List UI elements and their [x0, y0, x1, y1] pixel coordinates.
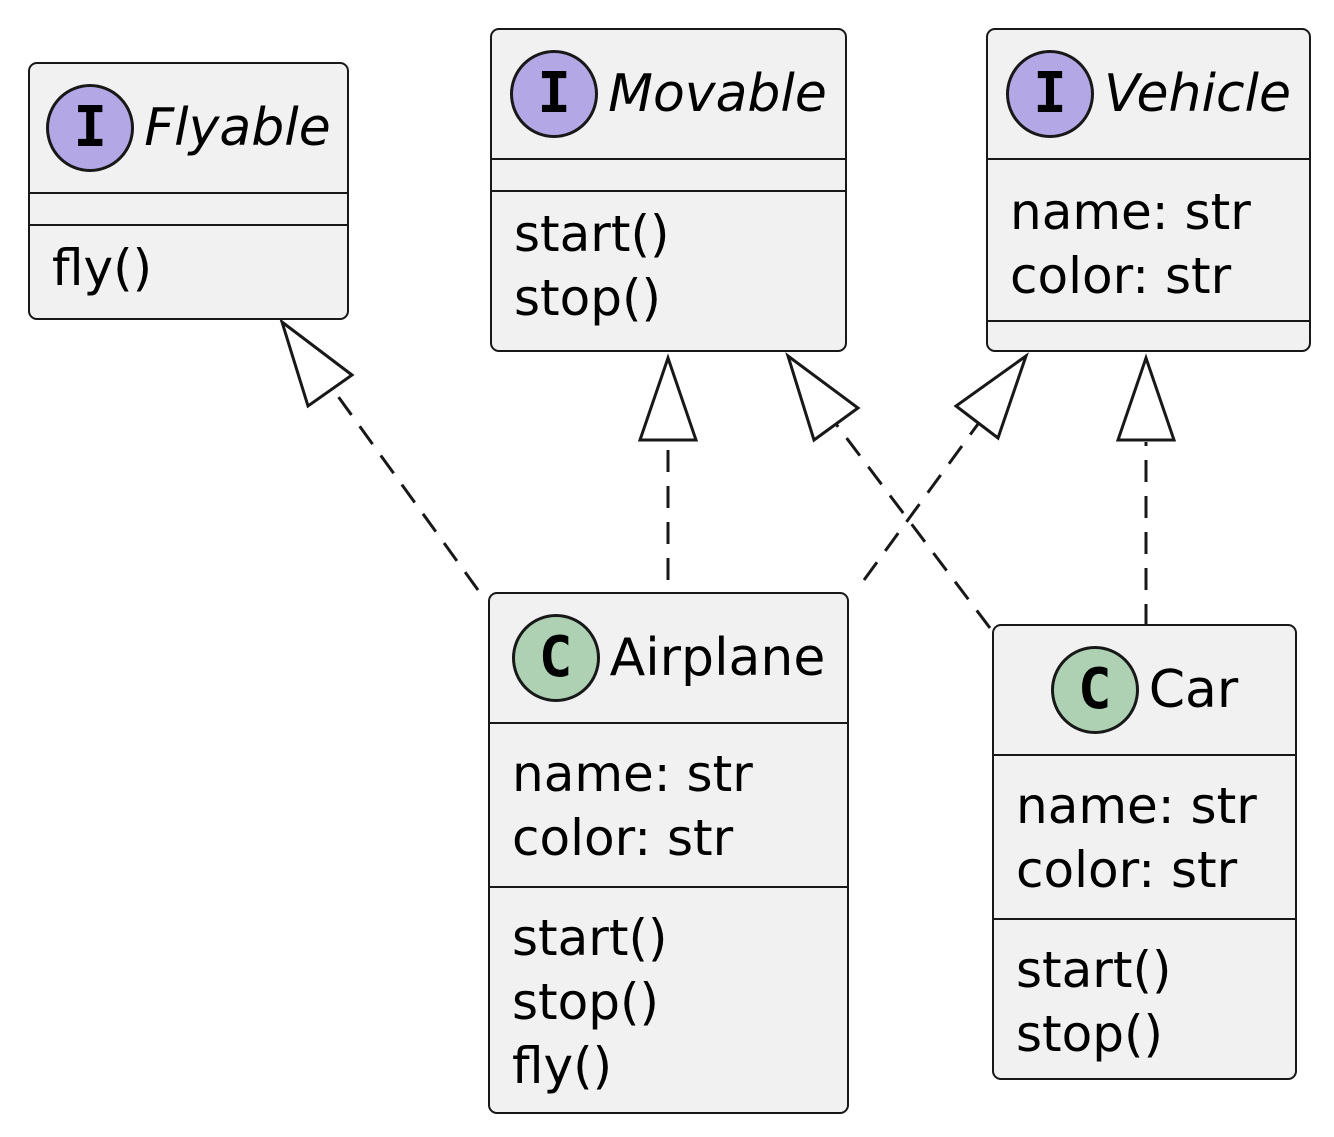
attribute: name: str	[1016, 777, 1257, 835]
method: start()	[1016, 941, 1172, 999]
attributes-section: name: str color: str	[490, 724, 847, 886]
edge-car-movable	[834, 423, 992, 629]
class-name: Car	[1148, 660, 1239, 720]
method: stop()	[1016, 1005, 1163, 1063]
attributes-section: name: str color: str	[988, 160, 1309, 320]
interface-icon: I	[1006, 50, 1095, 138]
interface-vehicle[interactable]: I Vehicle name: str color: str	[986, 28, 1311, 352]
interface-icon: I	[510, 50, 599, 138]
interface-icon: I	[46, 84, 135, 172]
interface-flyable[interactable]: I Flyable fly()	[28, 62, 349, 320]
method: fly()	[52, 239, 153, 297]
method: start()	[514, 205, 670, 263]
attribute: name: str	[1010, 183, 1251, 241]
class-name: Vehicle	[1104, 64, 1291, 124]
interface-movable[interactable]: I Movable start() stop()	[490, 28, 847, 352]
divider	[994, 918, 1295, 920]
attribute: color: str	[1010, 247, 1232, 305]
divider	[988, 158, 1309, 160]
divider	[490, 722, 847, 724]
class-car[interactable]: C Car name: str color: str start() stop(…	[992, 624, 1297, 1080]
methods-section: start() stop() fly()	[490, 888, 847, 1098]
method: stop()	[512, 973, 659, 1031]
methods-section: fly()	[30, 226, 347, 300]
method: fly()	[512, 1037, 613, 1095]
arrowhead-flyable	[279, 317, 355, 409]
class-icon: C	[1050, 646, 1139, 734]
methods-section: start() stop()	[994, 920, 1295, 1066]
methods-section: start() stop()	[492, 192, 845, 330]
attributes-section	[30, 194, 347, 224]
attributes-section: name: str color: str	[994, 756, 1295, 918]
arrowhead-vehicle-left	[953, 352, 1029, 441]
class-name: Movable	[608, 64, 827, 124]
edge-airplane-vehicle	[862, 423, 980, 581]
attribute: color: str	[1016, 841, 1238, 899]
arrowhead-movable-center	[637, 353, 699, 442]
arrowhead-movable-right	[785, 352, 861, 443]
class-airplane[interactable]: C Airplane name: str color: str start() …	[488, 592, 849, 1114]
class-icon: C	[511, 614, 600, 702]
divider	[994, 754, 1295, 756]
attribute: color: str	[512, 809, 734, 867]
divider	[988, 320, 1309, 322]
divider	[492, 158, 845, 160]
divider	[30, 192, 347, 194]
method: stop()	[514, 269, 661, 327]
method: start()	[512, 909, 668, 967]
divider	[30, 224, 347, 226]
class-name: Flyable	[144, 98, 331, 158]
edge-airplane-flyable	[330, 387, 480, 591]
class-name: Airplane	[609, 628, 826, 688]
divider	[492, 190, 845, 192]
arrowhead-vehicle-center	[1115, 353, 1177, 442]
divider	[490, 886, 847, 888]
attributes-section	[492, 160, 845, 190]
attribute: name: str	[512, 745, 753, 803]
